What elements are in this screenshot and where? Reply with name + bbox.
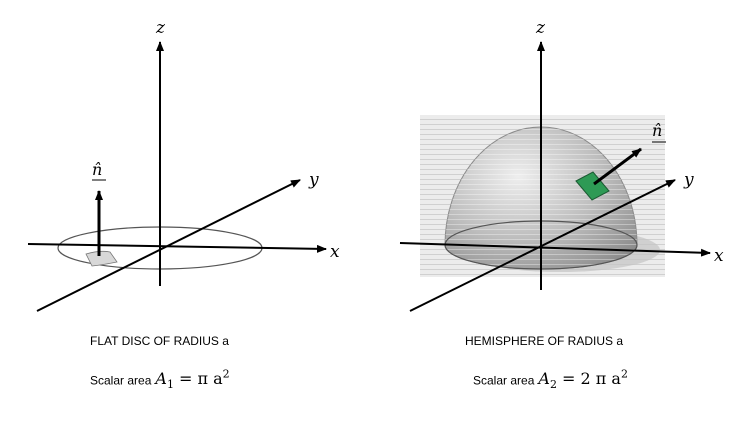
flat-disc-caption: FLAT DISC OF RADIUS a [90,334,229,348]
area-rhs: = 2 π a [562,369,621,389]
area-exponent: 2 [620,368,628,381]
axis-label-z: z [535,18,546,38]
normal-vector-arrow [593,147,642,186]
axis-label-x: x [714,246,724,266]
axis-label-z: z [155,18,166,38]
area-formula-label: Scalar area [473,373,535,388]
axis-label-y: y [683,170,694,190]
hemisphere-caption: HEMISPHERE OF RADIUS a [465,334,624,348]
area-subscript: 2 [549,378,557,392]
area-exponent: 2 [222,368,230,381]
area-formula-math: A2 = 2 π a2 [538,368,628,392]
axis-label-y: y [308,170,319,190]
hemisphere-area-patch [575,171,610,201]
area-symbol: A [538,369,550,389]
area-subscript: 1 [166,378,174,392]
flat-disc-diagram: z y x n̂ [27,18,340,312]
area-formula-label: Scalar area [90,373,152,388]
disc-area-patch [85,250,118,267]
normal-label: n̂ [652,121,662,140]
y-axis [36,179,301,312]
hemisphere-diagram: z y x n̂ [399,18,724,312]
x-axis [399,242,711,257]
x-axis [27,243,327,253]
y-axis [409,179,676,312]
area-rhs: = π a [179,369,223,389]
axis-label-x: x [330,242,340,262]
normal-label: n̂ [92,160,102,179]
area-formula-math: A1 = π a2 [155,368,230,392]
area-symbol: A [155,369,167,389]
